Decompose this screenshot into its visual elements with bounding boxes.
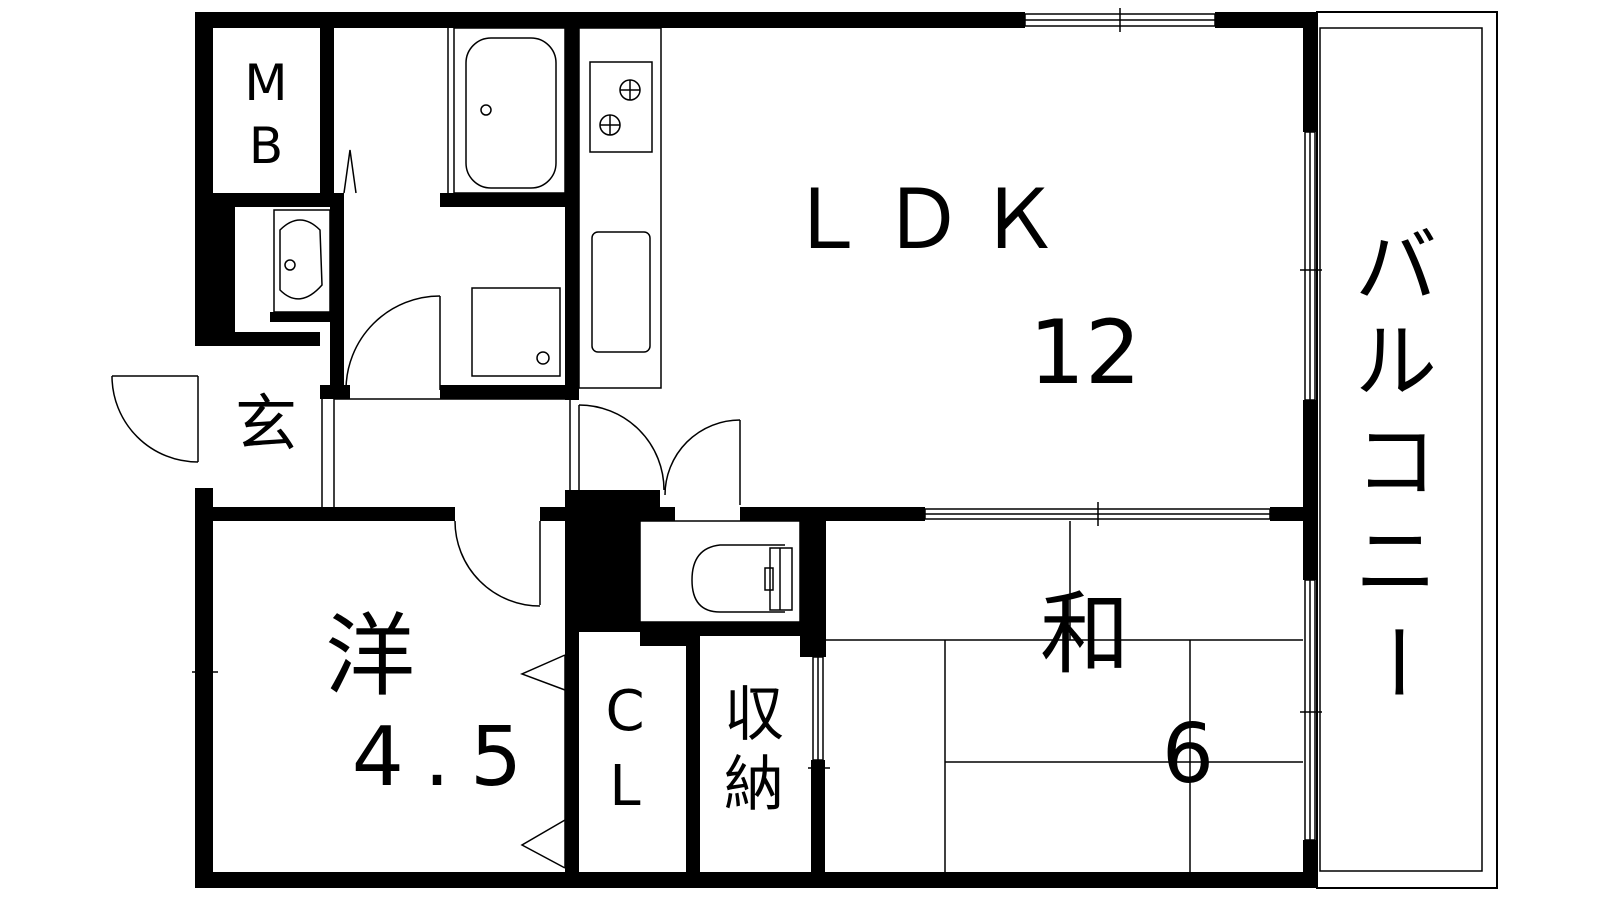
yo-size: 4.5 (352, 710, 542, 805)
tatami (826, 521, 1303, 872)
balcony-outline (1316, 11, 1498, 889)
hallway (321, 398, 571, 507)
wa-label: 和 (1040, 582, 1130, 687)
mb-label-top: M (244, 54, 287, 112)
genkan-label: 玄 (235, 387, 297, 460)
washbasin (273, 209, 331, 313)
yo-label: 洋 (325, 604, 415, 709)
doors (111, 295, 741, 869)
cl-label-bottom: L (609, 754, 640, 819)
balcony-char: バ (1355, 220, 1437, 315)
cl-label-top: C (605, 679, 644, 744)
balcony-char: コ (1355, 415, 1437, 510)
ldk-size: 12 (1029, 301, 1141, 404)
balcony-char: ル (1355, 315, 1437, 410)
balcony-char: ニ (1355, 515, 1437, 610)
toilet (639, 520, 801, 623)
windows (192, 8, 1322, 841)
balcony-char: ー (1348, 621, 1443, 703)
kitchen-counter (578, 27, 662, 389)
shuno-label-bottom: 納 (724, 750, 784, 820)
mb-label-bottom: B (249, 117, 283, 175)
wa-size: 6 (1162, 707, 1214, 802)
ldk-label: ＬＤＫ (786, 173, 1074, 268)
interior-walls (195, 12, 1317, 888)
washing-machine-pan (471, 287, 561, 377)
shuno-label-top: 収 (724, 680, 784, 750)
room-labels: M B ＬＤＫ 12 玄 洋 4.5 C L 収 納 和 6 バ ル コ ニ ー (235, 54, 1443, 820)
bathtub (343, 27, 566, 194)
